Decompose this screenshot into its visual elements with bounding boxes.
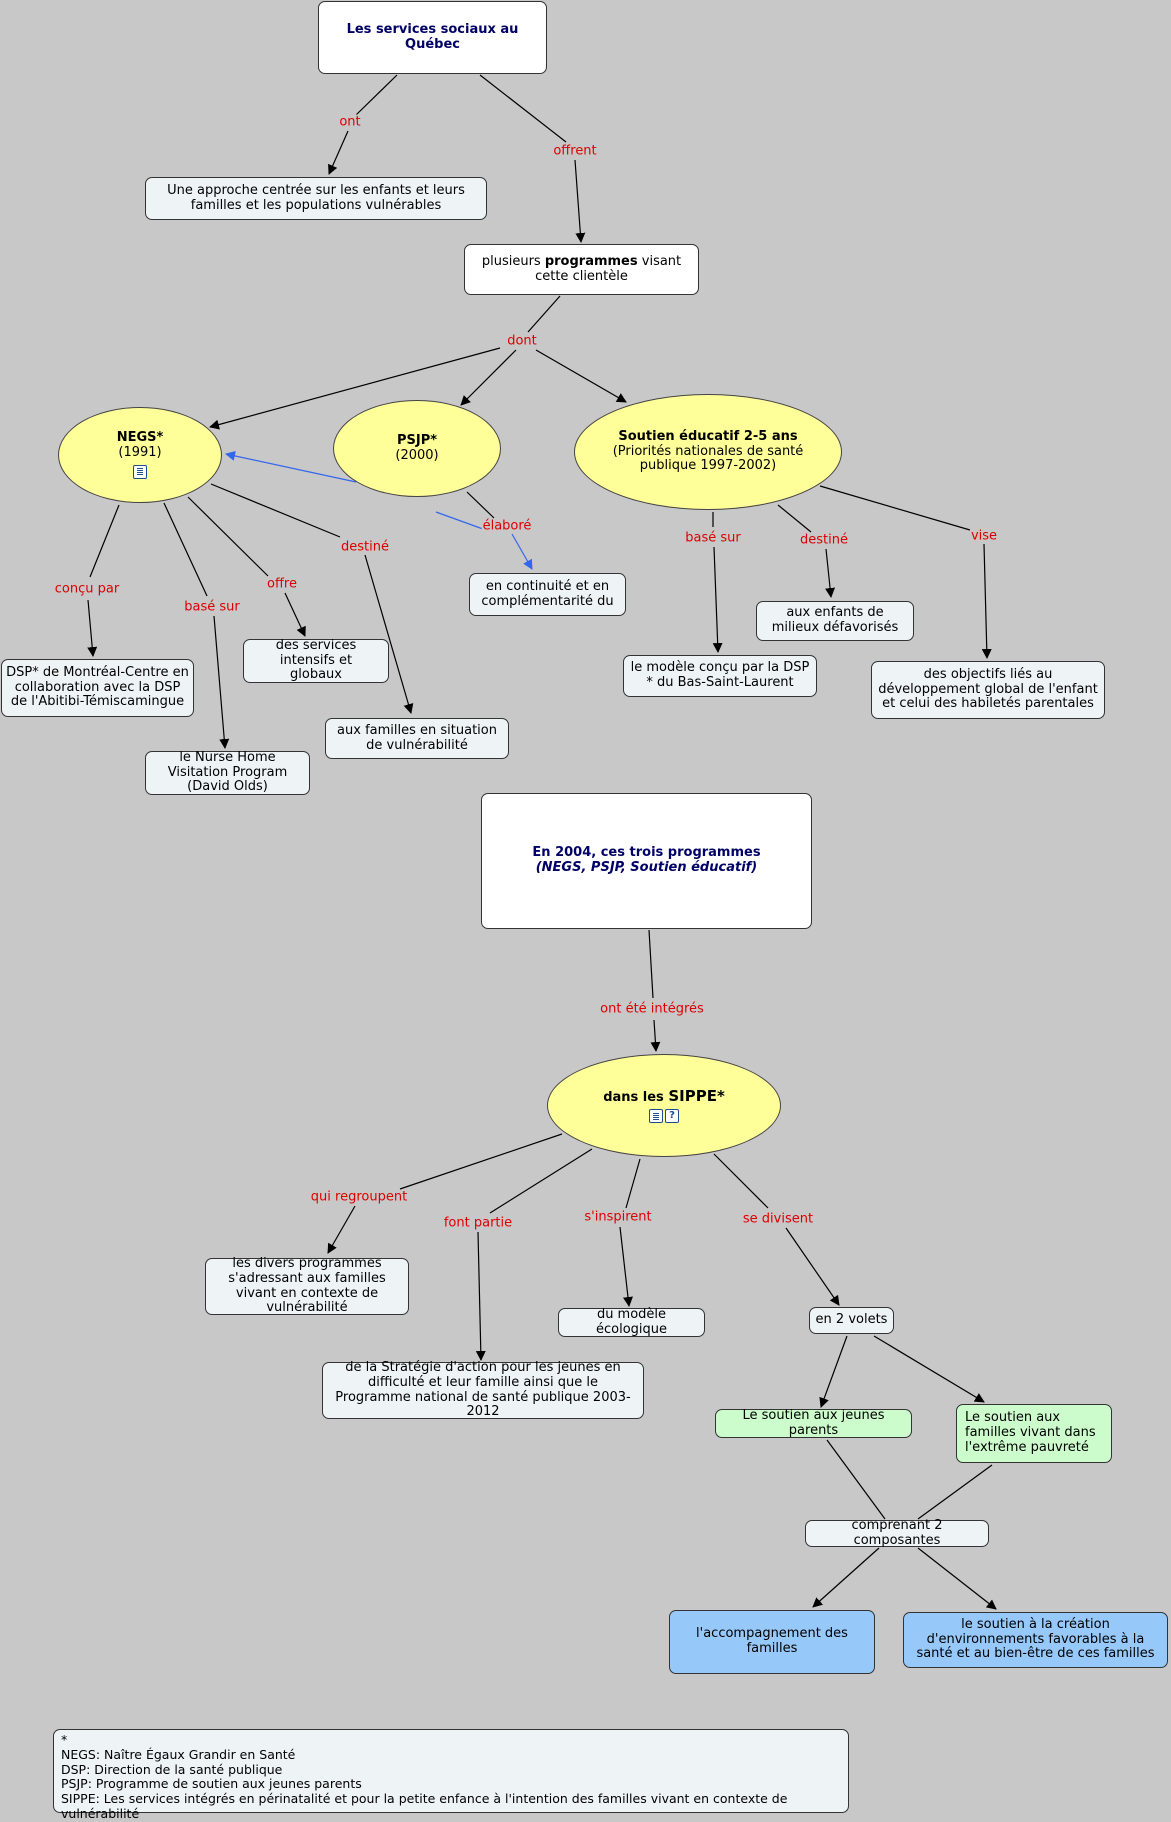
programmes-node[interactable]: plusieurs programmes visant cette client… [464, 244, 699, 295]
document-icon[interactable] [133, 464, 147, 479]
strategie-node[interactable]: de la Stratégie d'action pour les jeunes… [322, 1359, 644, 1420]
root-node[interactable]: Les services sociaux au Québec [318, 1, 547, 74]
link-label-ont-ete-integres: ont été intégrés [599, 1001, 705, 1017]
approche-node[interactable]: Une approche centrée sur les enfants et … [145, 177, 487, 220]
link-label-font-partie: font partie [442, 1215, 514, 1231]
approche-text: Une approche centrée sur les enfants et … [167, 182, 465, 213]
familles-vulnerabilite-node[interactable]: aux familles en situation de vulnérabili… [325, 718, 509, 759]
link-label-base-sur-negs: basé sur [183, 599, 241, 615]
soutien-pauvrete-node[interactable]: Le soutien aux familles vivant dans l'ex… [956, 1404, 1112, 1463]
deux-volets-node[interactable]: en 2 volets [809, 1307, 894, 1334]
psjp-title: PSJP* [396, 432, 438, 448]
modele-ecologique-text: du modèle écologique [595, 1306, 668, 1337]
root-title: Les services sociaux au Québec [346, 21, 519, 52]
link-label-se-divisent: se divisent [741, 1211, 815, 1227]
soutien-jeunes-parents-text: Le soutien aux jeunes parents [742, 1407, 885, 1438]
services-intensifs-text: des services intensifs et globaux [275, 637, 357, 683]
dsp-montreal-text: DSP* de Montréal-Centre en collaboration… [6, 664, 189, 710]
deux-composantes-node[interactable]: comprenant 2 composantes [805, 1517, 989, 1548]
link-label-destine-negs: destiné [340, 539, 390, 555]
link-label-vise: vise [969, 528, 999, 544]
legend-line: SIPPE: Les services intégrés en périnata… [61, 1791, 788, 1821]
psjp-node[interactable]: PSJP* (2000) [333, 400, 501, 497]
soutien-pauvrete-text: Le soutien aux familles vivant dans l'ex… [965, 1410, 1096, 1455]
objectifs-text: des objectifs liés au développement glob… [878, 666, 1098, 712]
programmes-text: plusieurs programmes visant cette client… [481, 253, 682, 284]
legend-line: PSJP: Programme de soutien aux jeunes pa… [61, 1776, 362, 1792]
nurse-home-node[interactable]: le Nurse Home Visitation Program (David … [145, 749, 310, 795]
continuite-text: en continuité et en complémentarité du [481, 578, 614, 609]
psjp-year: (2000) [395, 447, 439, 463]
sippe-title: dans les SIPPE* [603, 1086, 725, 1105]
accompagnement-node[interactable]: l'accompagnement des familles [669, 1610, 875, 1674]
enfants-milieux-node[interactable]: aux enfants de milieux défavorisés [756, 601, 914, 641]
deux-composantes-text: comprenant 2 composantes [851, 1517, 943, 1548]
familles-vulnerabilite-text: aux familles en situation de vulnérabili… [337, 722, 497, 753]
soutien-educatif-node[interactable]: Soutien éducatif 2-5 ans (Priorités nati… [574, 394, 842, 510]
link-label-elabore: élaboré [481, 518, 533, 534]
dsp-montreal-node[interactable]: DSP* de Montréal-Centre en collaboration… [1, 659, 194, 717]
en-2004-line1: En 2004, ces trois programmes [532, 845, 761, 861]
legend-box: * NEGS: Naître Égaux Grandir en Santé DS… [53, 1729, 849, 1821]
strategie-text: de la Stratégie d'action pour les jeunes… [335, 1359, 631, 1420]
soutien-title: Soutien éducatif 2-5 ans [618, 428, 798, 444]
nurse-home-text: le Nurse Home Visitation Program (David … [167, 749, 288, 795]
link-label-qui-regroupent: qui regroupent [309, 1189, 409, 1205]
negs-node[interactable]: NEGS* (1991) [58, 407, 222, 503]
sippe-node[interactable]: dans les SIPPE* ? [547, 1054, 781, 1157]
link-label-dont: dont [506, 333, 538, 349]
soutien-subtitle: (Priorités nationales de santé publique … [612, 443, 804, 474]
legend-line: NEGS: Naître Égaux Grandir en Santé [61, 1746, 296, 1762]
link-label-destine-soutien: destiné [799, 532, 849, 548]
enfants-milieux-text: aux enfants de milieux défavorisés [771, 605, 899, 635]
legend-line: * [61, 1732, 68, 1747]
modele-dsp-node[interactable]: le modèle conçu par la DSP * du Bas-Sain… [623, 655, 817, 697]
services-intensifs-node[interactable]: des services intensifs et globaux [243, 637, 389, 683]
continuite-node[interactable]: en continuité et en complémentarité du [469, 573, 626, 616]
document-icon[interactable] [649, 1109, 663, 1124]
modele-ecologique-node[interactable]: du modèle écologique [558, 1306, 705, 1337]
legend-line: DSP: Direction de la santé publique [61, 1761, 283, 1777]
negs-year: (1991) [118, 445, 162, 460]
help-icon[interactable]: ? [665, 1109, 679, 1124]
link-label-concu-par: conçu par [53, 581, 121, 597]
link-label-offrent: offrent [552, 143, 598, 159]
link-label-sinspirent: s'inspirent [583, 1209, 653, 1225]
soutien-jeunes-parents-node[interactable]: Le soutien aux jeunes parents [715, 1407, 912, 1438]
en-2004-node[interactable]: En 2004, ces trois programmes (NEGS, PSJ… [481, 793, 812, 929]
link-label-base-sur-soutien: basé sur [684, 530, 742, 546]
environnements-node[interactable]: le soutien à la création d'environnement… [903, 1612, 1168, 1668]
en-2004-line2: (NEGS, PSJP, Soutien éducatif) [535, 860, 758, 875]
modele-dsp-text: le modèle conçu par la DSP * du Bas-Sain… [630, 660, 810, 690]
divers-programmes-text: les divers programmes s'adressant aux fa… [228, 1255, 386, 1316]
link-label-ont: ont [338, 114, 362, 130]
accompagnement-text: l'accompagnement des familles [696, 1626, 848, 1656]
deux-volets-text: en 2 volets [815, 1312, 888, 1328]
divers-programmes-node[interactable]: les divers programmes s'adressant aux fa… [205, 1255, 409, 1316]
environnements-text: le soutien à la création d'environnement… [916, 1616, 1155, 1662]
link-label-offre: offre [266, 576, 298, 592]
objectifs-node[interactable]: des objectifs liés au développement glob… [871, 661, 1105, 719]
negs-title: NEGS* [116, 430, 164, 446]
